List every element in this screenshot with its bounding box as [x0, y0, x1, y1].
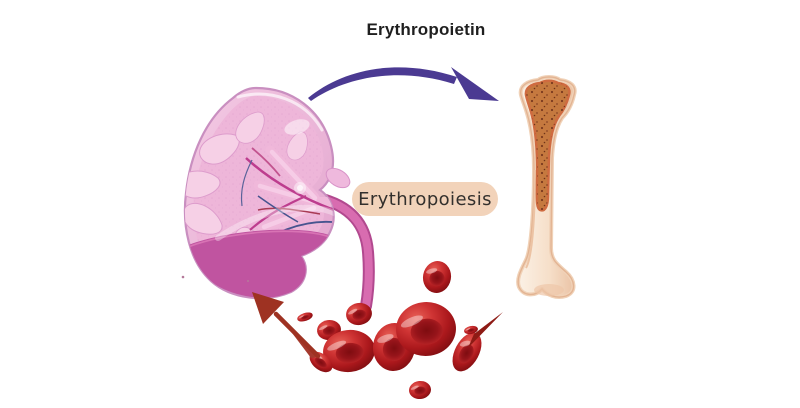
- blood-streak-right: [468, 312, 503, 348]
- ureter: [312, 192, 375, 312]
- hormone-label: Erythropoietin: [366, 20, 486, 39]
- process-pill: Erythropoiesis: [352, 182, 498, 216]
- epo-arrowhead-icon: [451, 67, 499, 101]
- rbc-cluster-illustration: [283, 258, 503, 401]
- epo-arrow: [308, 67, 499, 101]
- epo-arrow-tail: [308, 67, 457, 101]
- feedback-arrowhead-icon: [252, 292, 284, 324]
- bone-marrow: [524, 79, 571, 212]
- kidney-illustration: [181, 86, 375, 312]
- process-label: Erythropoiesis: [358, 188, 492, 210]
- feedback-arrow: [252, 292, 321, 359]
- bone-illustration: [516, 75, 577, 300]
- kidney-lower-lobe: [186, 229, 333, 298]
